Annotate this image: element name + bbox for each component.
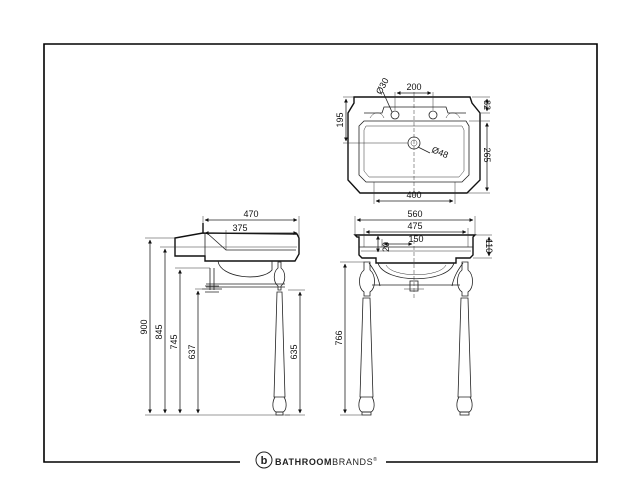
brand-name-light: BRANDS [332, 457, 373, 467]
dim-bowl-depth-plan: 265 [482, 147, 492, 162]
dim-bowl-depth-side: 375 [232, 223, 247, 233]
dim-rim-height: 845 [154, 324, 164, 339]
brand-mark: ® [373, 456, 377, 463]
dim-rim-thickness: 20 [381, 242, 391, 252]
dim-leg-height-rear: 635 [289, 344, 299, 359]
dim-back-depth: 195 [335, 112, 345, 127]
dim-overall-width: 560 [407, 209, 422, 219]
brand-logo-letter: b [261, 455, 268, 467]
drawing-frame [43, 43, 598, 463]
top-view-dimensions: 200 Ø30 Ø48 195 82 265 400 [335, 76, 492, 204]
dim-tap-hole-diameter: Ø30 [374, 76, 391, 96]
dim-tap-hole-spacing: 200 [406, 82, 421, 92]
side-view-dimensions: 470 375 900 845 745 637 635 [139, 209, 305, 416]
dim-waste-offset: 150 [408, 234, 423, 244]
dim-basin-height: 110 [484, 239, 494, 253]
brand-name-bold: BATHROOM [275, 457, 332, 467]
front-view [353, 234, 477, 416]
brand-logo: b BATHROOMBRANDS® [255, 451, 378, 469]
dim-bowl-width-front: 475 [407, 221, 422, 231]
brand-name: BATHROOMBRANDS® [275, 456, 378, 467]
side-view [174, 223, 300, 416]
dim-leg-height-front: 637 [187, 344, 197, 359]
dim-waste-diameter: Ø48 [430, 145, 450, 161]
dim-overall-depth: 470 [243, 209, 258, 219]
front-view-dimensions: 560 475 150 20 110 766 [334, 209, 494, 416]
dim-stand-height: 766 [334, 330, 344, 345]
dim-bowl-width-plan: 400 [406, 190, 421, 200]
top-view [347, 92, 481, 196]
dim-rear-upstand: 82 [482, 100, 492, 110]
dim-bowl-base-height: 745 [169, 334, 179, 349]
dim-overall-height: 900 [139, 319, 149, 334]
